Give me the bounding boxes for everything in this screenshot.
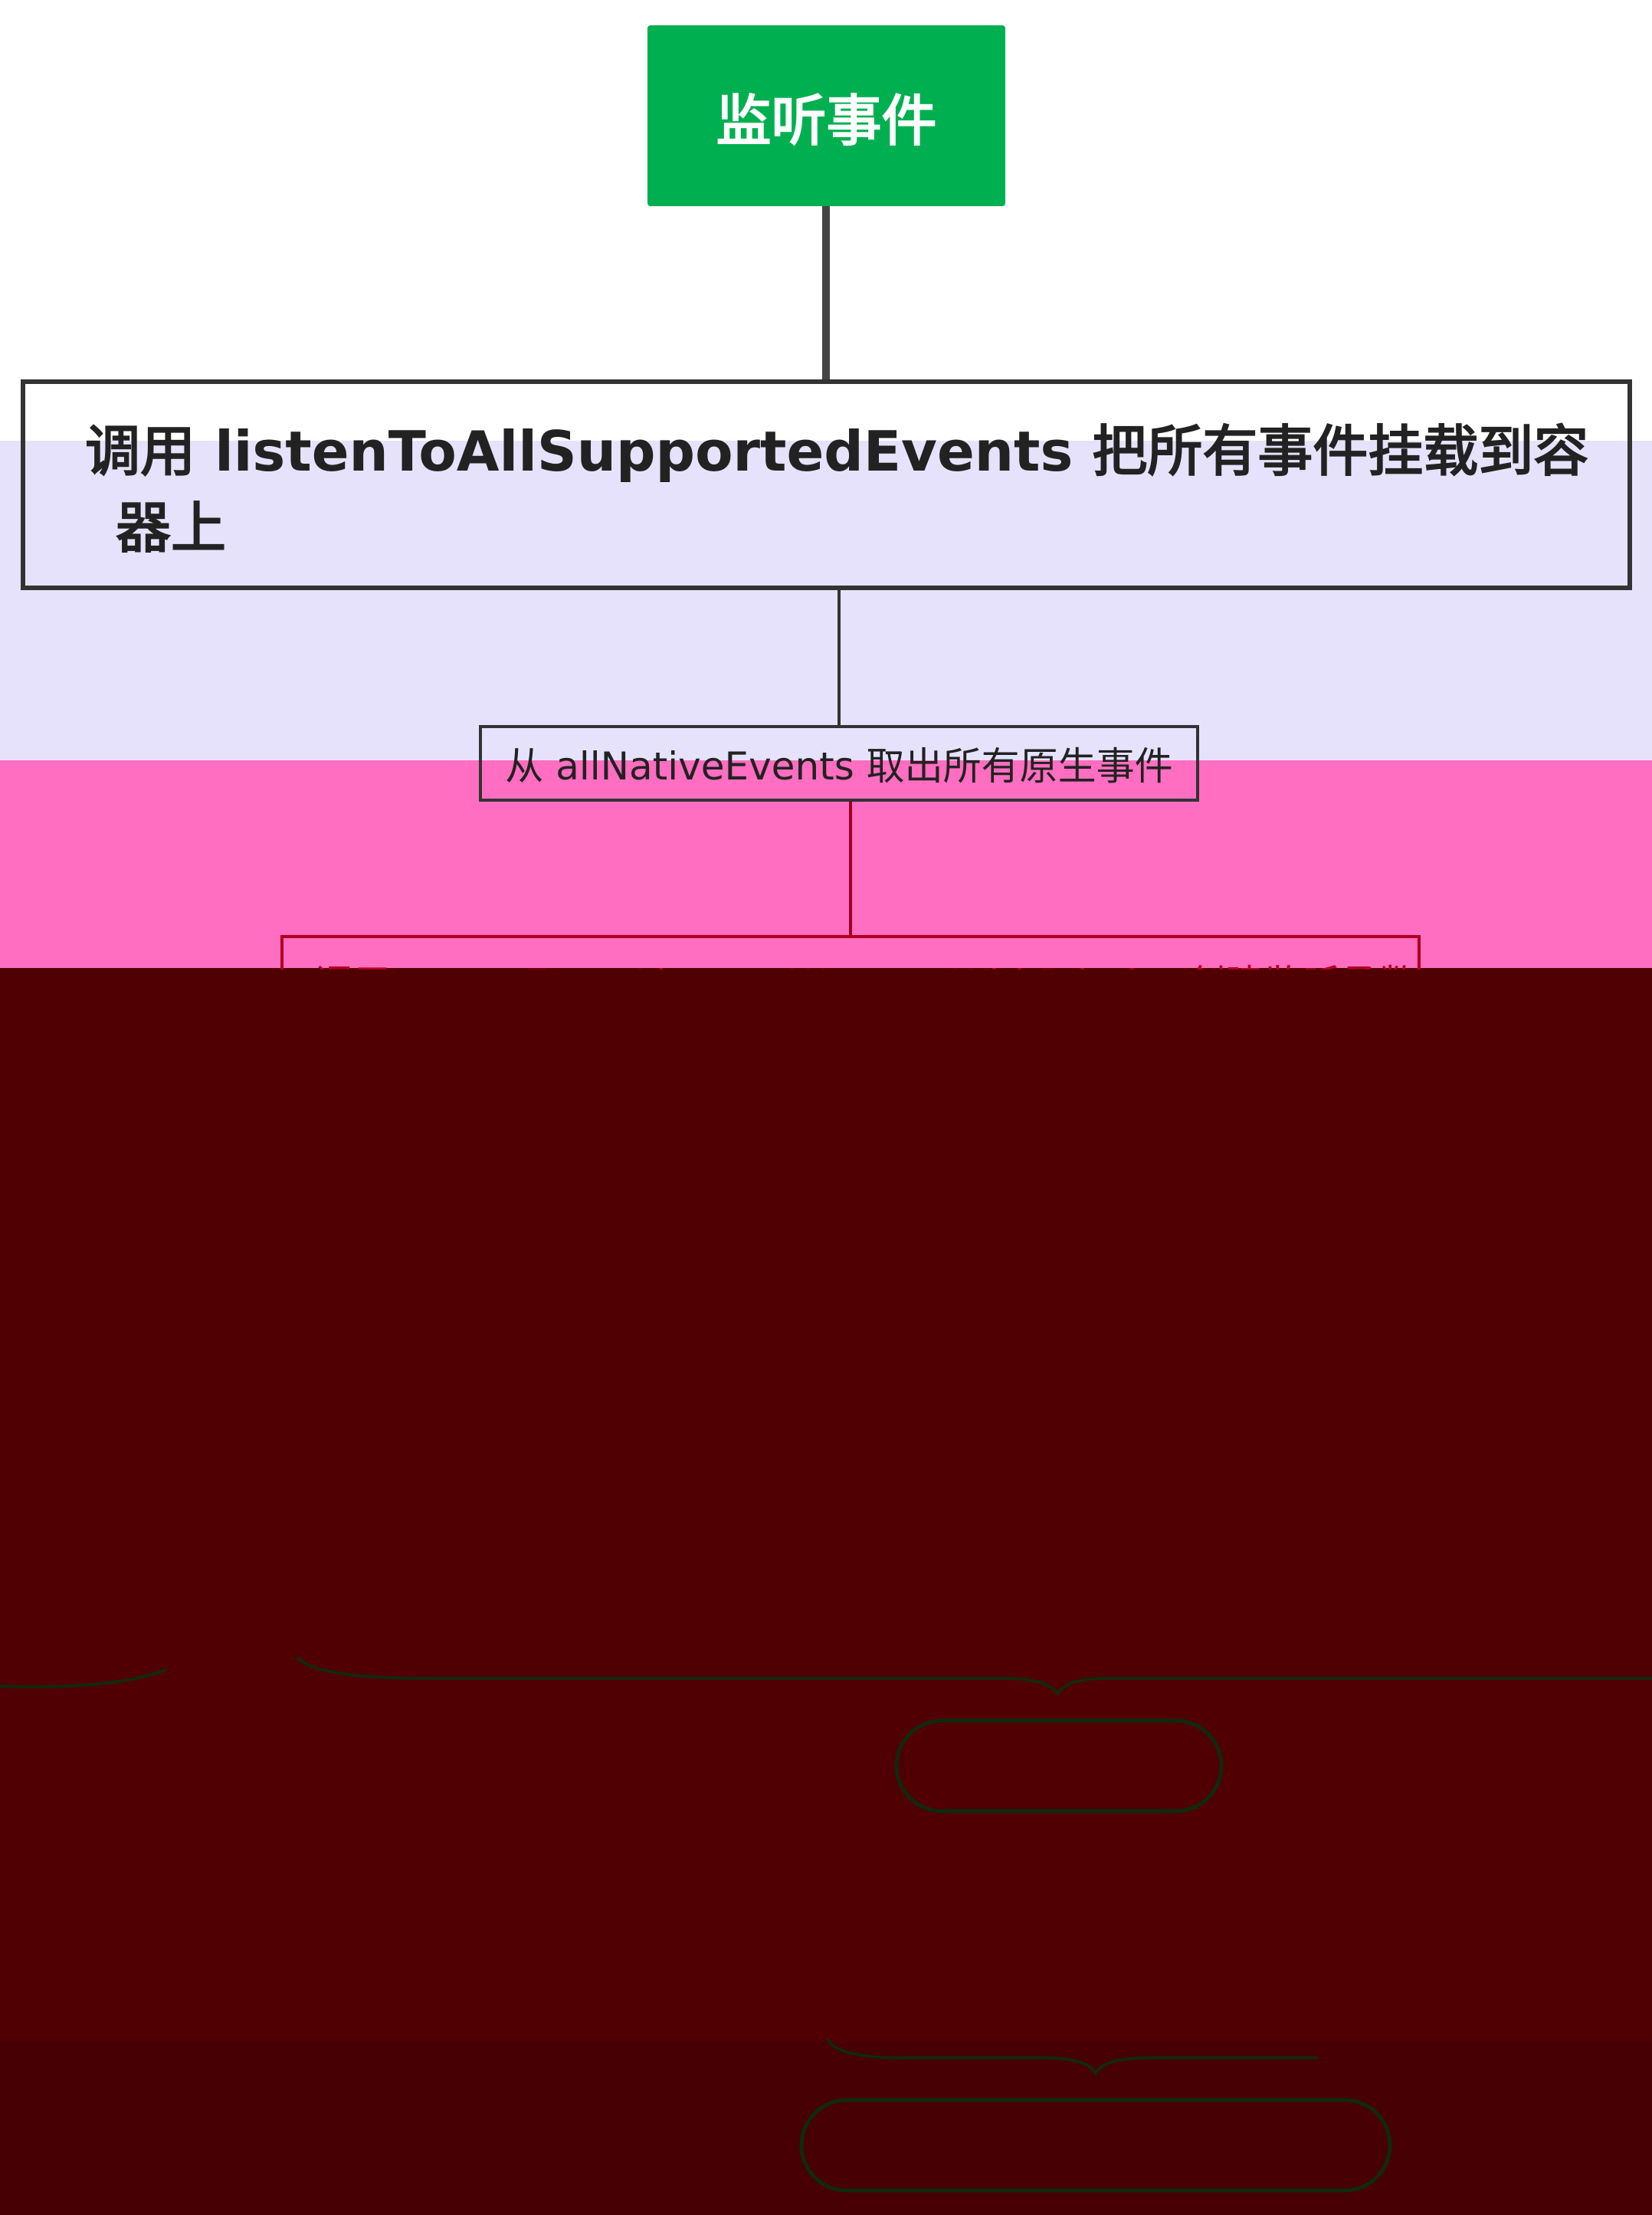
step2-node[interactable]: 从 allNativeEvents 取出所有原生事件 xyxy=(479,725,1199,802)
connector-step1-step2 xyxy=(837,590,841,727)
dark-red-band xyxy=(0,968,1652,2043)
pink-band xyxy=(0,760,1652,977)
lavender-band xyxy=(0,441,1652,772)
oval-node-2 xyxy=(799,2098,1392,2193)
step2-label: 从 allNativeEvents 取出所有原生事件 xyxy=(505,744,1173,789)
oval-node-1 xyxy=(894,1718,1224,1813)
lower-brace xyxy=(826,2038,1318,2077)
root-label: 监听事件 xyxy=(716,88,937,153)
left-brace xyxy=(0,1668,168,1688)
dark-overlay xyxy=(0,970,1652,1000)
step1-node[interactable]: 调用 listenToAllSupportedEvents 把所有事件挂载到容 … xyxy=(21,379,1632,590)
wide-brace xyxy=(296,1656,1652,1697)
step1-label-line2: 器上 xyxy=(116,496,227,560)
connector-root-step1 xyxy=(822,205,830,380)
step1-label-line1: 调用 listenToAllSupportedEvents 把所有事件挂载到容 xyxy=(85,419,1589,484)
connector-step2-step3 xyxy=(849,801,852,936)
root-node[interactable]: 监听事件 xyxy=(647,25,1005,206)
